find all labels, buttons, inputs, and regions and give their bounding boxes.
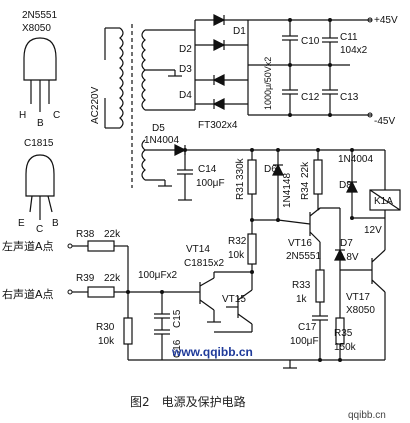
c14-label: C14 (198, 164, 217, 175)
r39-label: R39 (76, 273, 95, 284)
pos-rail-label: +45V (374, 15, 398, 26)
vt15-label: VT15 (222, 294, 246, 305)
watermark-url: www.qqibb.cn (171, 345, 253, 359)
d7-label: D7 (340, 238, 353, 249)
package-name-x8050: X8050 (22, 23, 51, 34)
vt17-value: X8050 (346, 305, 375, 316)
r32-label: R32 (228, 236, 247, 247)
d1-label: D1 (233, 26, 246, 37)
d6-value: 1N4148 (282, 173, 293, 208)
d6-label: D6 (264, 164, 277, 175)
c16-label: C16 (172, 339, 183, 358)
c17-label: C17 (298, 322, 317, 333)
r38-label: R38 (76, 229, 95, 240)
c13-label: C13 (340, 92, 359, 103)
c17-value: 100μF (290, 336, 319, 347)
r35-label: R35 (334, 328, 353, 339)
r31-value: 330k (235, 157, 246, 180)
pin-label-c2: C (36, 224, 43, 235)
r31-label: R31 (235, 181, 246, 200)
transistor-vt14: VT14 C1815x2 (184, 244, 252, 323)
vt16-label: VT16 (288, 238, 312, 249)
r30-label: R30 (96, 322, 115, 333)
capacitor-c11-c13: C11 104x2 C13 (322, 20, 368, 115)
cbig-value: 1000μ/50Vx2 (263, 57, 273, 110)
d7-value: 6.8V (338, 252, 359, 263)
package-name-2n5551: 2N5551 (22, 10, 57, 21)
c10-label: C10 (301, 36, 320, 47)
d3-label: D3 (179, 64, 192, 75)
c14-value: 100μF (196, 178, 225, 189)
c15-label: C15 (172, 309, 183, 328)
cpair-value: 100μFx2 (138, 270, 178, 281)
pin-label-e: E (18, 218, 25, 229)
pin-label-h: H (19, 110, 26, 121)
transformer: AC220V (90, 24, 146, 188)
vt17-label: VT17 (346, 292, 370, 303)
left-channel-input-label: 左声道A点 (2, 239, 54, 253)
ac220v-label: AC220V (90, 86, 101, 124)
transistor-vt16: VT16 2N5551 (277, 207, 321, 270)
d8-label: D8 (339, 180, 352, 191)
c12-label: C12 (301, 92, 320, 103)
r33-value: 1k (296, 294, 308, 305)
pin-label-b2: B (52, 218, 59, 229)
package-c1815: C1815 E C B (18, 138, 59, 235)
d5-label: D5 (152, 123, 165, 134)
right-channel-input-label: 右声道A点 (2, 287, 54, 301)
r32-value: 10k (228, 250, 245, 261)
vt14-label: VT14 (186, 244, 210, 255)
capacitor-c10-c12: C10 C12 1000μ/50Vx2 (263, 20, 320, 115)
r35-value: 150k (334, 342, 357, 353)
corner-mark: qqibb.cn (348, 410, 386, 421)
package-2n5551-x8050: 2N5551 X8050 H B C (19, 10, 60, 129)
relay-label: K1A (374, 196, 393, 207)
d2-label: D2 (179, 44, 192, 55)
bridge-rectifier: D1 D2 D3 D4 FT302x4 (179, 14, 249, 131)
r38-value: 22k (104, 229, 121, 240)
r30-value: 10k (98, 336, 115, 347)
r34-value: 22k (300, 161, 311, 178)
relay-voltage: 12V (364, 225, 382, 236)
figure-caption: 图2 电源及保护电路 (130, 394, 246, 409)
r33-label: R33 (292, 280, 311, 291)
c11-label: C11 (340, 32, 358, 43)
neg-rail-label: -45V (374, 116, 395, 127)
r39-value: 22k (104, 273, 121, 284)
r34-label: R34 (300, 181, 311, 200)
c11-value: 104x2 (340, 45, 368, 56)
transistor-vt15: VT15 (214, 289, 253, 333)
bridge-label: FT302x4 (198, 120, 238, 131)
d8-value: 1N4004 (338, 154, 373, 165)
vt14-value: C1815x2 (184, 258, 224, 269)
d4-label: D4 (179, 90, 192, 101)
pin-label-c: C (53, 110, 60, 121)
transistor-vt17: VT17 X8050 (346, 218, 386, 360)
vt16-value: 2N5551 (286, 251, 321, 262)
pin-label-b: B (37, 118, 44, 129)
d5-value: 1N4004 (144, 135, 179, 146)
package-name-c1815: C1815 (24, 138, 54, 149)
